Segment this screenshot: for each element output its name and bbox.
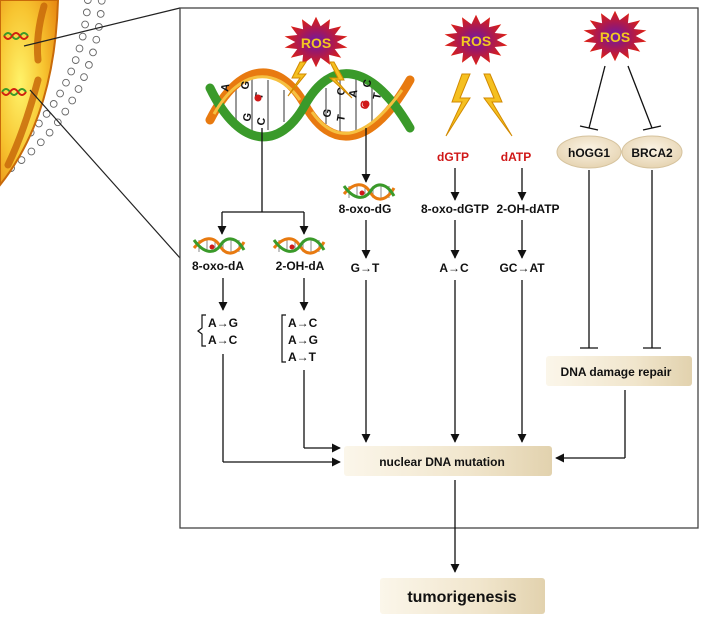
main-frame <box>179 7 699 529</box>
nuclear-dna-mutation-box: nuclear DNA mutation <box>344 446 552 476</box>
mutation-a-c: A→C <box>288 316 318 330</box>
lightning-bolt-3 <box>445 73 471 137</box>
gene-oval-hogg1: hOGG1 <box>556 135 622 169</box>
gene-oval-brca2: BRCA2 <box>621 135 683 169</box>
mutation-a-g: A→G <box>208 316 238 330</box>
svg-text:hOGG1: hOGG1 <box>568 146 610 160</box>
dna-double-helix: A G T G C G T C A G C T <box>205 68 415 142</box>
svg-text:BRCA2: BRCA2 <box>631 146 673 160</box>
small-helix-icon <box>272 237 326 255</box>
mutation-a-g: A→G <box>288 333 318 347</box>
connector-lines <box>217 65 662 573</box>
svg-text:DNA damage repair: DNA damage repair <box>561 365 672 379</box>
mutation-a-c: A→C <box>208 333 238 347</box>
dna-damage-repair-box: DNA damage repair <box>546 356 692 386</box>
svg-text:ROS: ROS <box>461 33 491 49</box>
small-helix-icon <box>192 237 246 255</box>
label-8-oxo-dg: 8-oxo-dG <box>339 202 392 216</box>
mitochondrion <box>0 0 181 259</box>
svg-text:C: C <box>335 87 348 97</box>
label-2-oh-da: 2-OH-dA <box>276 259 325 273</box>
mutation-gc-at: GC→AT <box>499 261 545 275</box>
label-8-oxo-da: 8-oxo-dA <box>192 259 244 273</box>
svg-text:ROS: ROS <box>600 29 630 45</box>
mutation-a-c: A→C <box>439 261 469 275</box>
svg-text:A: A <box>347 89 360 99</box>
svg-text:G: G <box>321 108 334 119</box>
lightning-bolt-2 <box>328 61 353 99</box>
tumorigenesis-box: tumorigenesis <box>380 578 545 614</box>
svg-text:ROS: ROS <box>301 35 331 51</box>
small-helix-icon <box>342 183 396 201</box>
svg-text:C: C <box>255 117 268 127</box>
svg-text:A: A <box>219 83 232 93</box>
svg-text:G: G <box>241 112 254 123</box>
ros-burst-1: ROS <box>284 16 348 68</box>
svg-text:nuclear DNA mutation: nuclear DNA mutation <box>379 455 505 469</box>
svg-text:tumorigenesis: tumorigenesis <box>407 589 516 606</box>
mutation-list-8-oxo-da: A→G A→C <box>197 314 238 347</box>
svg-text:C: C <box>361 79 374 89</box>
svg-text:T: T <box>335 114 348 123</box>
label-8-oxo-dgtp: 8-oxo-dGTP <box>421 202 489 216</box>
ros-burst-3: ROS <box>583 10 647 62</box>
lightning-bolt-1 <box>287 61 308 97</box>
svg-text:G: G <box>239 80 252 91</box>
label-2-oh-datp: 2-OH-dATP <box>496 202 559 216</box>
ros-burst-2: ROS <box>444 14 508 66</box>
mutation-a-t: A→T <box>288 350 317 364</box>
svg-text:T: T <box>371 92 384 101</box>
mutation-g-t: G→T <box>351 261 380 275</box>
label-dgtp: dGTP <box>437 150 469 164</box>
lightning-bolt-4 <box>483 73 513 137</box>
label-datp: dATP <box>501 150 531 164</box>
mutation-list-2-oh-da: A→C A→G A→T <box>281 314 318 364</box>
